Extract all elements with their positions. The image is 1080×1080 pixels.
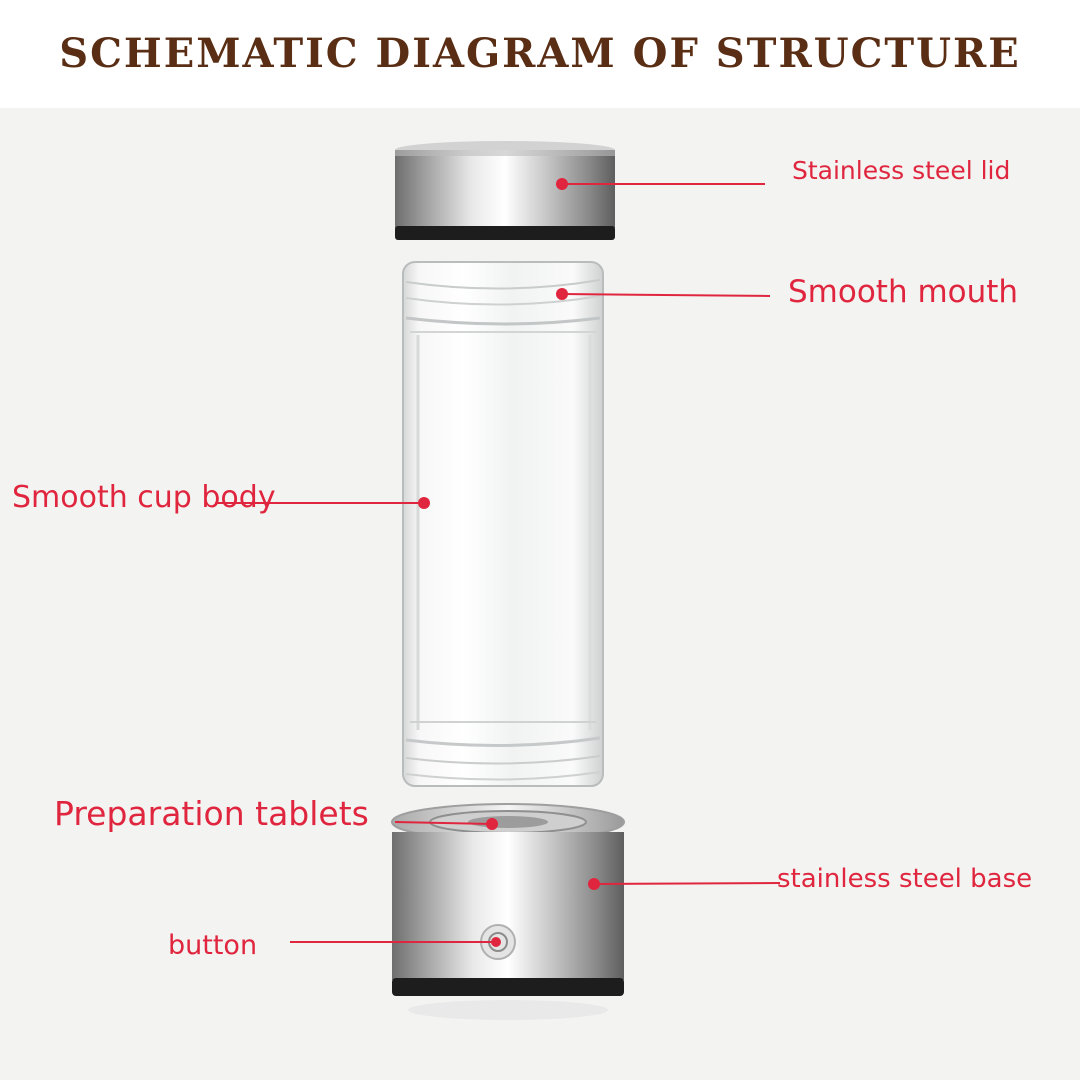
callout-tablets: [394, 818, 498, 830]
label-smooth-cup-body: Smooth cup body: [12, 480, 276, 515]
bottle-illustration: [215, 141, 781, 1020]
label-preparation-tablets: Preparation tablets: [54, 794, 369, 833]
callout-mouth: [556, 288, 771, 300]
stainless-steel-lid: [395, 141, 615, 240]
header: SCHEMATIC DIAGRAM OF STRUCTURE: [0, 0, 1080, 108]
callout-base: [588, 878, 781, 890]
callout-body: [215, 497, 430, 509]
callout-button: [290, 937, 501, 947]
label-stainless-steel-lid: Stainless steel lid: [792, 156, 1011, 185]
label-stainless-steel-base: stainless steel base: [777, 864, 1033, 894]
label-smooth-mouth: Smooth mouth: [788, 274, 1019, 310]
label-button: button: [168, 930, 258, 961]
page-title: SCHEMATIC DIAGRAM OF STRUCTURE: [59, 30, 1021, 77]
stainless-steel-base: [391, 803, 625, 1020]
glass-cup-body: [402, 261, 604, 787]
callout-lid: [556, 178, 765, 190]
